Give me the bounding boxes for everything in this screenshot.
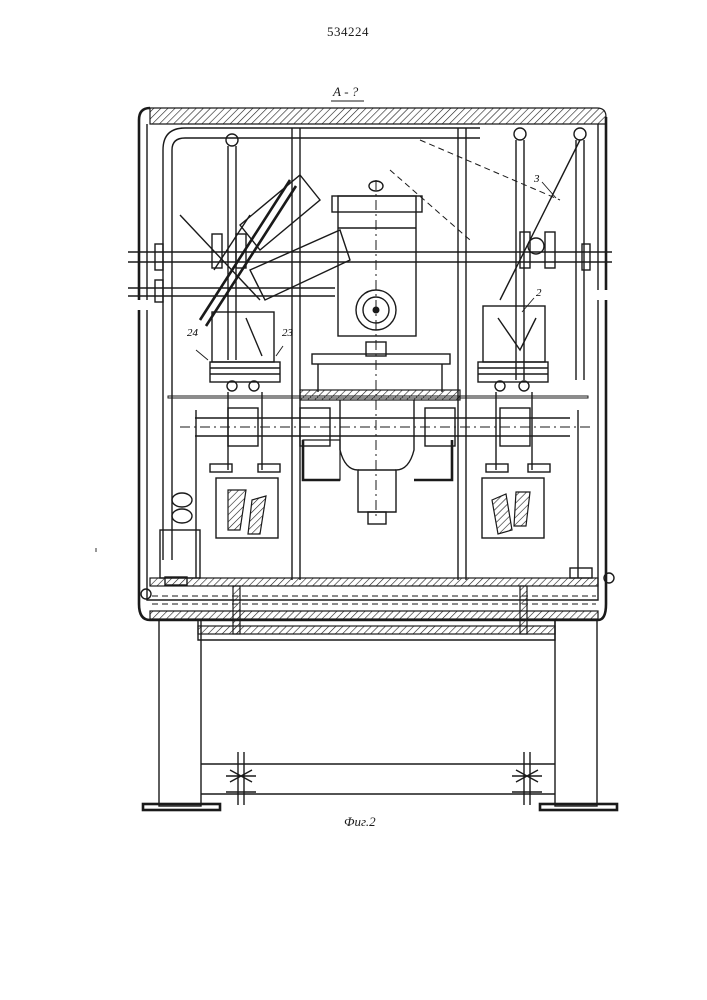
callout-23: 24 [187,327,199,339]
support-stand [143,620,617,810]
left-rod-assembly [180,134,350,538]
drive-shaft [168,396,590,446]
central-motor [300,180,460,524]
right-rod-assembly [390,128,586,538]
callout-2: 2 [536,287,542,299]
callout-24: 23 [282,327,294,339]
inner-pipe [160,128,480,578]
callout-3: 3 [533,173,540,185]
